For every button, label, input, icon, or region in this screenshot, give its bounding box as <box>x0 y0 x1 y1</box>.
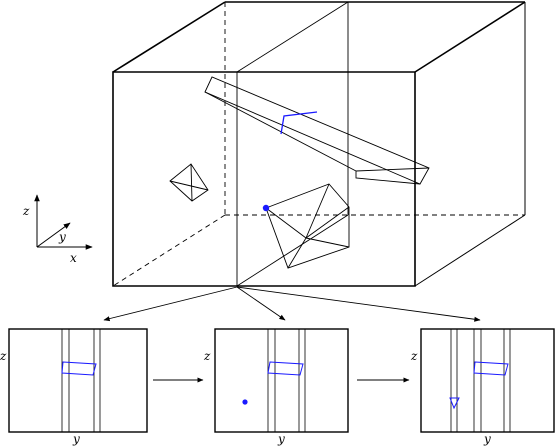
event-vertex-dot <box>262 204 270 212</box>
box-top-right-edge <box>414 1 526 73</box>
y-axis-label: y <box>58 230 66 244</box>
box-top-left-edge <box>112 1 226 73</box>
z-axis-label: z <box>22 204 30 218</box>
pyramid-section-3 <box>449 397 460 410</box>
panel-3-ylabel: z <box>410 349 418 363</box>
prism-plane-section <box>280 111 318 135</box>
hidden-edges <box>112 2 525 287</box>
prism-section-1 <box>61 361 97 376</box>
panel-2-ylabel: z <box>203 349 211 363</box>
axes-triad <box>34 194 93 250</box>
bounding-box <box>112 1 526 287</box>
panel-3-xlabel: y <box>483 432 491 446</box>
slice-panel-1 <box>8 328 148 433</box>
panel-1-xlabel: y <box>72 432 80 446</box>
sweep-plane <box>236 1 349 287</box>
x-axis-label: x <box>70 251 77 265</box>
box-bottom-right-edge <box>414 214 526 287</box>
prism-section-2 <box>267 361 304 376</box>
y-axis <box>36 222 71 248</box>
slice-arrows <box>103 286 481 383</box>
new-vertex-dot <box>242 399 248 405</box>
pyramid <box>265 183 350 269</box>
prism-section-3 <box>473 361 509 376</box>
slice-panel-2 <box>214 328 349 433</box>
panel-2-xlabel: y <box>277 432 285 446</box>
small-tetrahedron <box>169 163 209 202</box>
panel-1-ylabel: z <box>0 349 7 363</box>
slanted-prism <box>204 76 430 185</box>
slice-panel-3 <box>420 328 555 433</box>
